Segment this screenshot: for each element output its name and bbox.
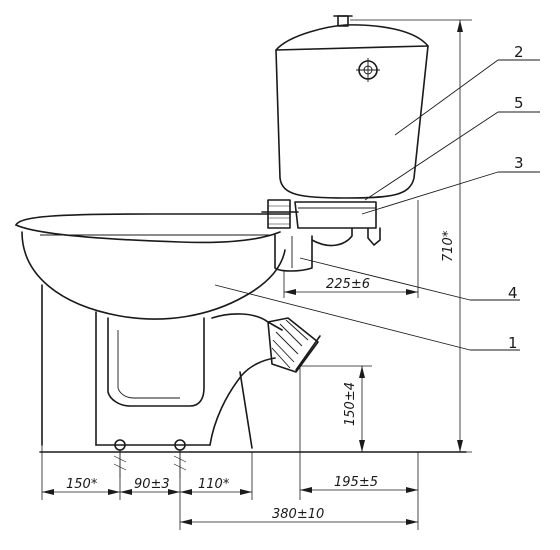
outlet-connector (267, 317, 321, 373)
floor-bolts (113, 439, 187, 478)
dim-height-total: 710* (441, 230, 456, 262)
dimension-lines (41, 19, 472, 530)
toilet-bowl (15, 213, 353, 449)
cistern-bracket (261, 199, 381, 246)
leader-lines (214, 59, 540, 351)
part-label-3: 3 (514, 154, 524, 172)
dim-outlet-offset: 225±6 (326, 277, 370, 292)
dim-bolt-to-outlet: 380±10 (272, 507, 324, 522)
part-label-1: 1 (508, 334, 518, 352)
part-label-5: 5 (514, 94, 524, 112)
part-label-4: 4 (508, 284, 518, 302)
dim-base-left: 150* (66, 477, 98, 492)
part-label-2: 2 (514, 43, 524, 61)
cistern (275, 15, 429, 199)
dim-rear-to-outlet: 195±5 (334, 475, 378, 490)
dim-outlet-height: 150±4 (343, 382, 358, 426)
dim-bolt-spacing: 90±3 (134, 477, 170, 492)
dim-base-right: 110* (198, 477, 230, 492)
